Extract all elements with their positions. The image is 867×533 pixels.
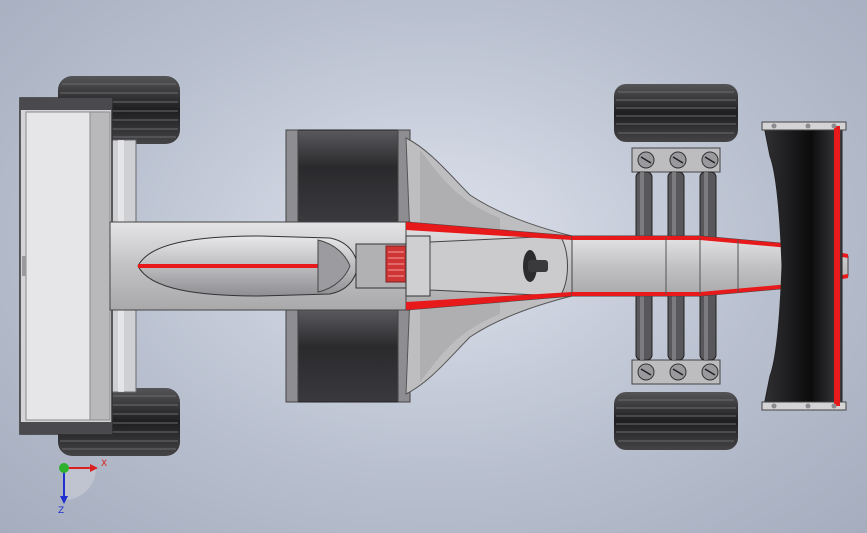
- y-axis-dot: [59, 463, 69, 473]
- x-axis-label: X: [101, 459, 107, 469]
- front-right-tire: [614, 392, 738, 450]
- right-sidepod: [285, 309, 411, 403]
- nose-cone: [571, 235, 849, 297]
- z-axis-label: Z: [58, 506, 64, 516]
- front-left-tire: [614, 84, 738, 142]
- front-wing: [761, 121, 847, 411]
- rear-wing: [19, 97, 113, 435]
- coordinate-triad: X Z: [58, 459, 107, 516]
- red-stripes: [406, 222, 572, 310]
- left-sidepod: [285, 129, 411, 223]
- cockpit: [355, 235, 568, 297]
- rear-suspension: [111, 139, 137, 393]
- body-fairing: [405, 137, 573, 395]
- engine-cover: [137, 235, 359, 297]
